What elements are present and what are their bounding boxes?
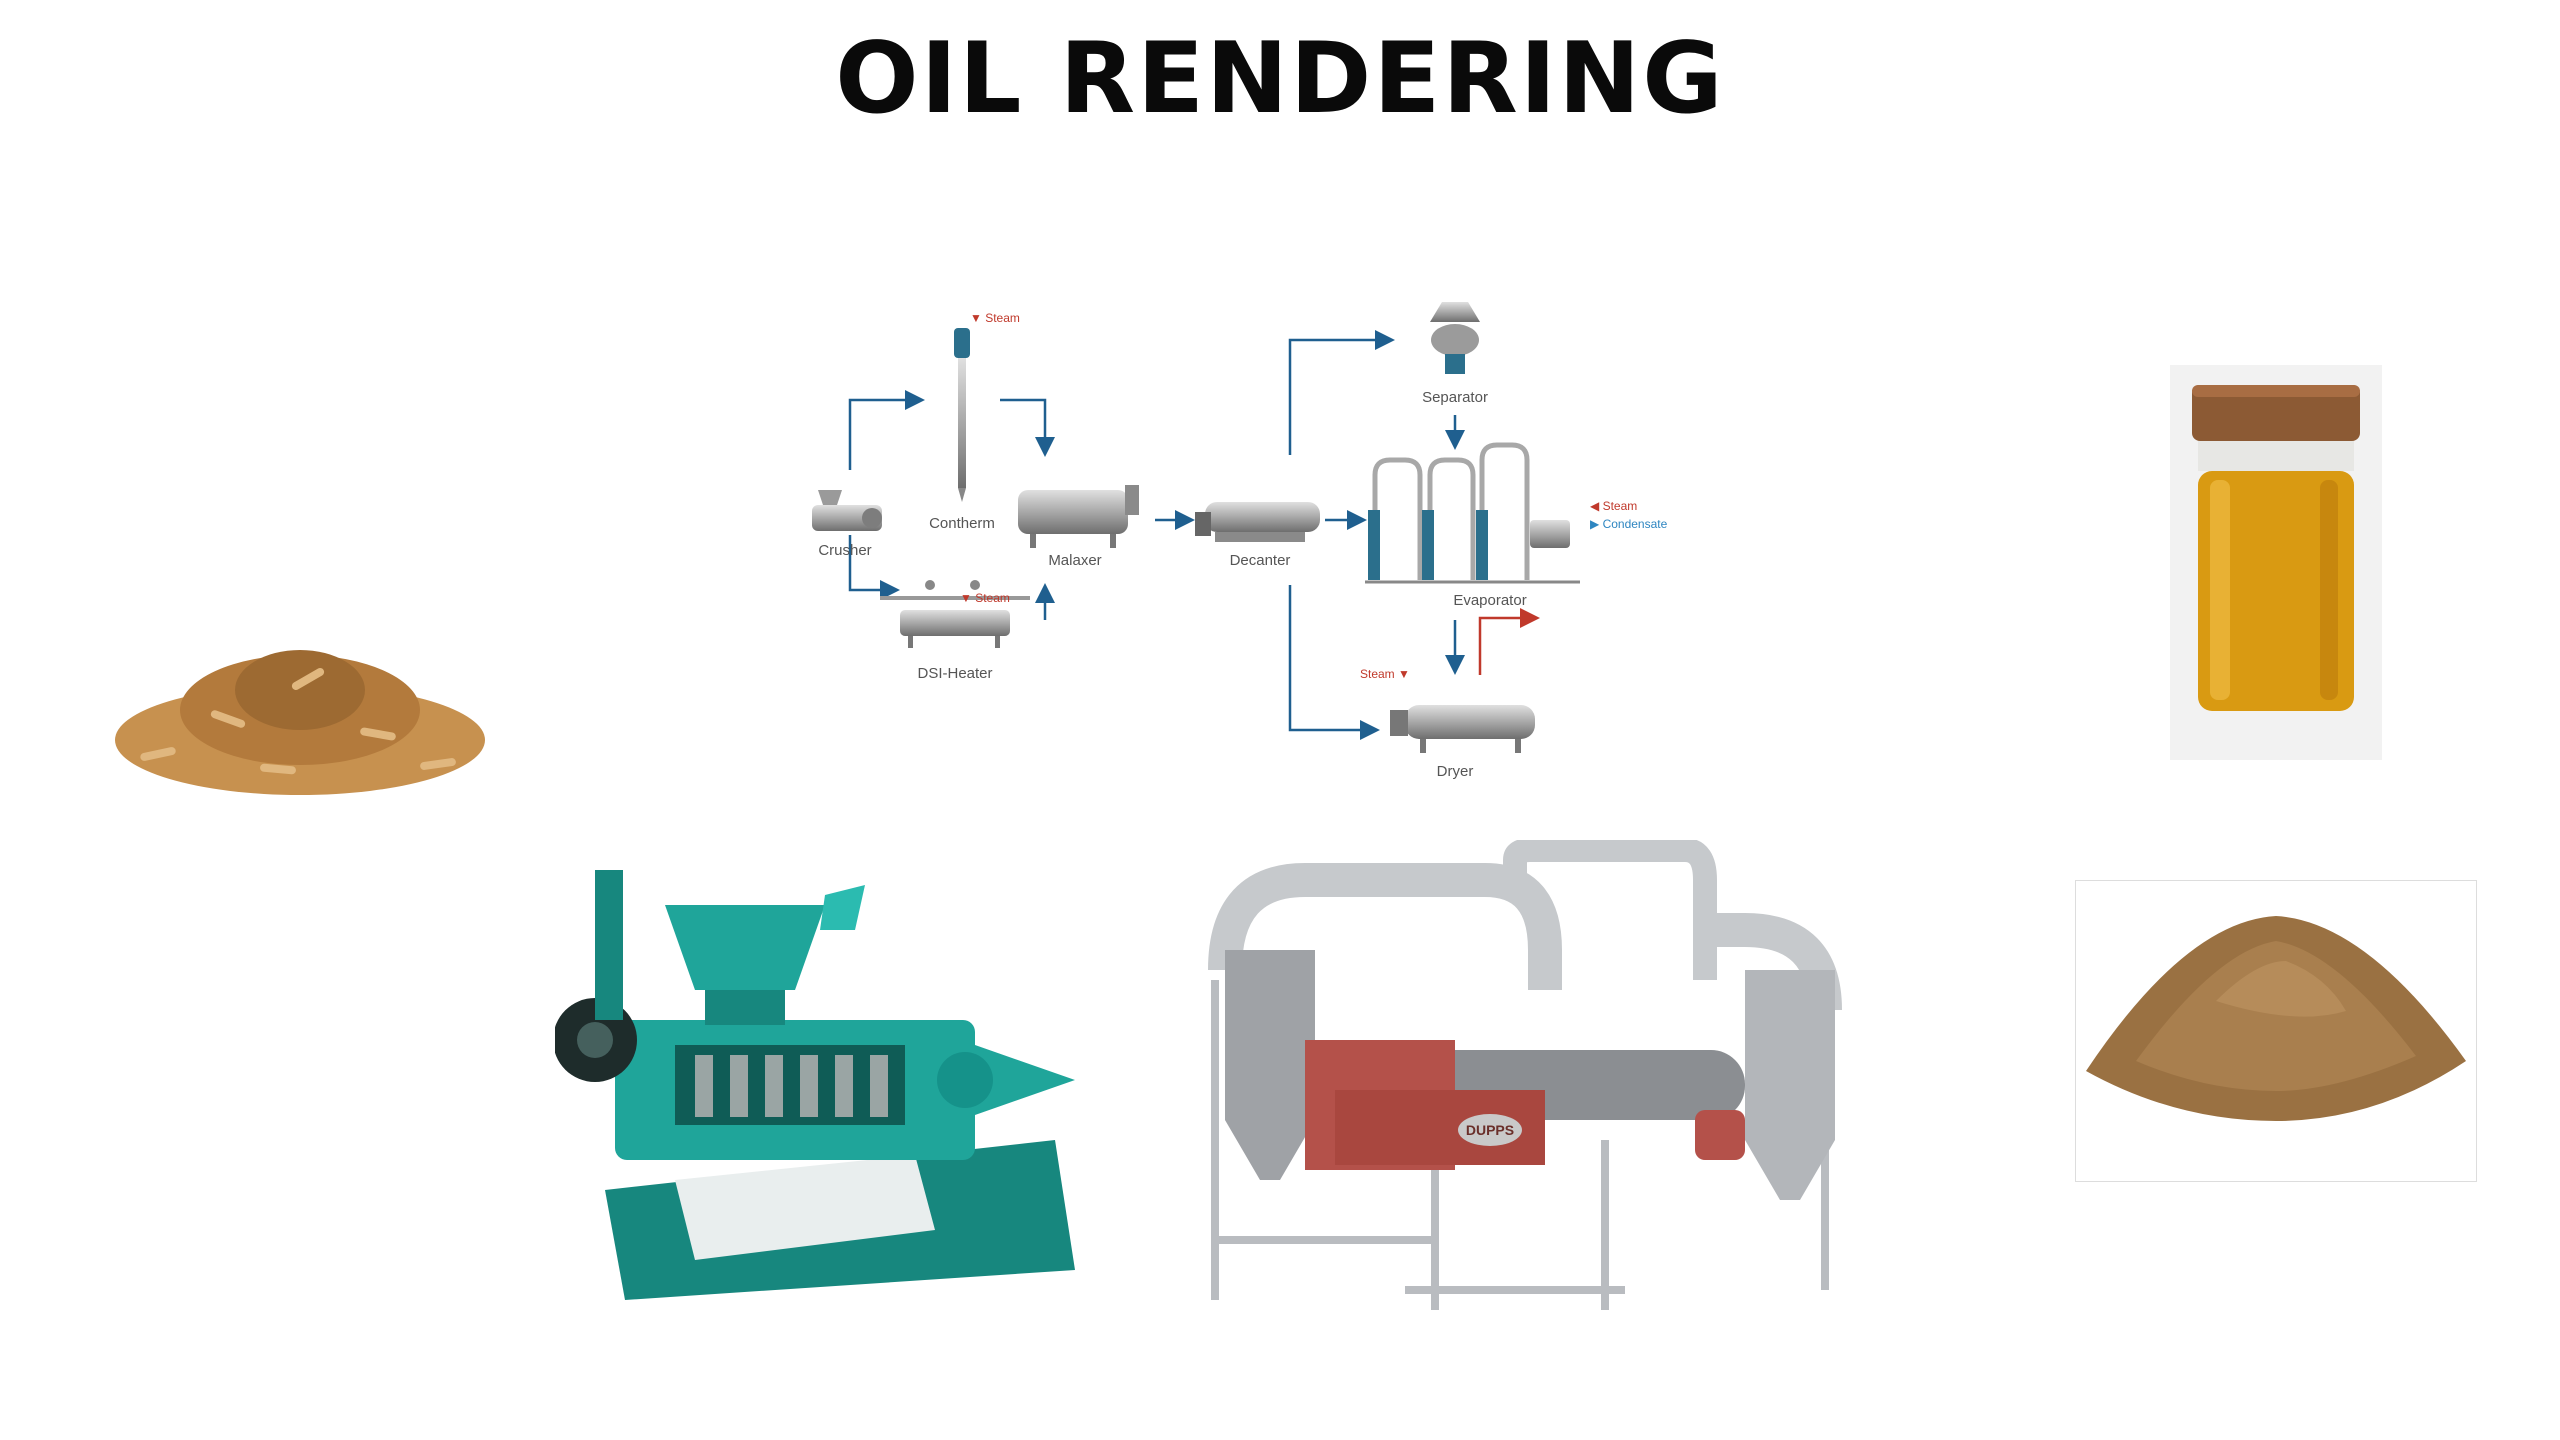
evaporator-condensate-label: ▶ Condensate [1590, 517, 1668, 531]
evaporator-label: Evaporator [1453, 592, 1526, 609]
dried-larvae-icon [115, 650, 485, 795]
crusher-icon [812, 490, 882, 531]
page-title: OIL RENDERING [835, 22, 1725, 136]
evaporator-icon [1365, 442, 1580, 584]
contherm-steam-label: ▼ Steam [970, 311, 1020, 325]
separator-label: Separator [1422, 389, 1488, 406]
crusher-label: Crusher [818, 542, 871, 559]
dsi-heater-label: DSI-Heater [917, 665, 992, 682]
contherm-icon [954, 328, 970, 502]
rendering-plant-icon: DUPPS [1208, 840, 1842, 1310]
protein-meal-powder-icon [2086, 916, 2466, 1121]
process-flow-diagram: Crusher ▼ Steam Contherm Malaxer ▼ Steam… [812, 302, 1668, 780]
decanter-label: Decanter [1230, 552, 1291, 569]
contherm-label: Contherm [929, 515, 995, 532]
malaxer-icon [1018, 485, 1139, 548]
dryer-icon [1390, 705, 1535, 753]
plant-brand-badge: DUPPS [1466, 1122, 1514, 1138]
dryer-label: Dryer [1437, 763, 1474, 780]
oil-jar-icon [2192, 385, 2360, 711]
protein-meal-photo [2075, 880, 2477, 1182]
oil-jar-photo [2170, 365, 2382, 760]
separator-icon [1430, 302, 1480, 374]
oil-press-machine-icon [555, 870, 1075, 1300]
dryer-steam-label: Steam ▼ [1360, 667, 1410, 681]
dsi-steam-label: ▼ Steam [960, 591, 1010, 605]
flow-arrows [848, 330, 1465, 740]
evaporator-steam-label: ◀ Steam [1590, 499, 1637, 513]
malaxer-label: Malaxer [1048, 552, 1101, 569]
decanter-icon [1195, 502, 1320, 542]
dsi-heater-icon [880, 580, 1030, 648]
